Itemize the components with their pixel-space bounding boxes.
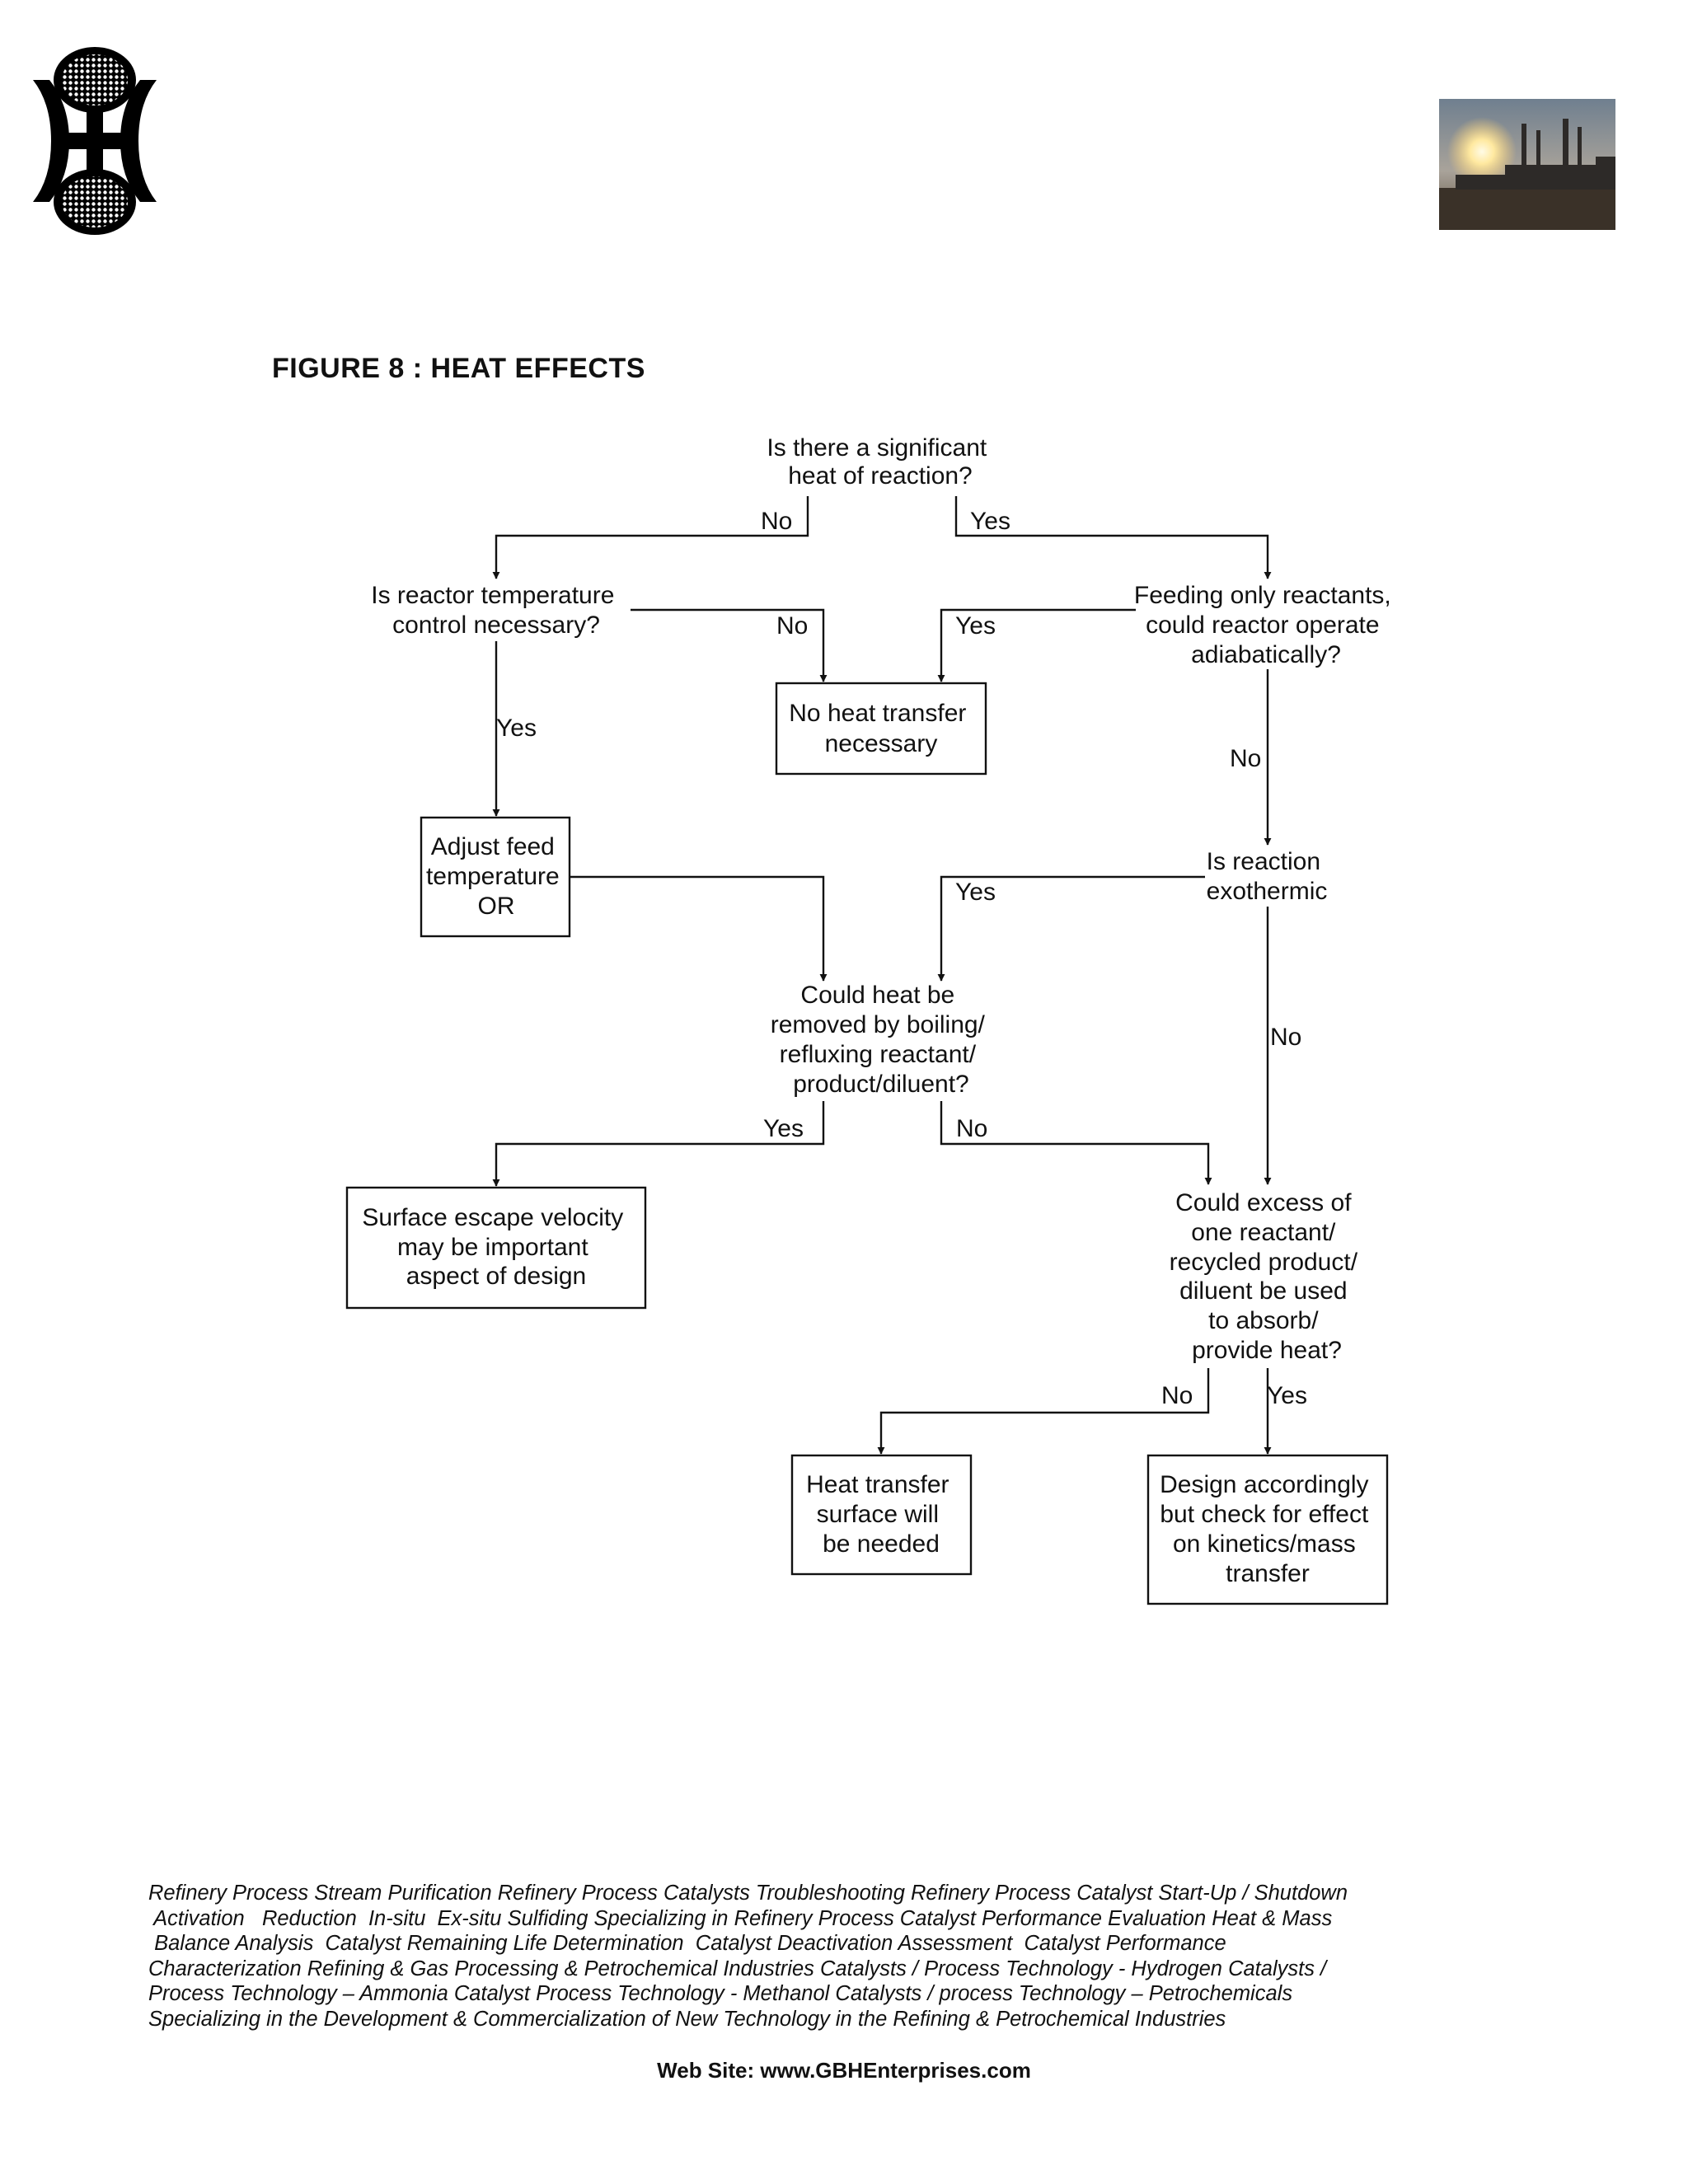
website-link[interactable]: Web Site: www.GBHEnterprises.com: [657, 2058, 1031, 2083]
design-accordingly-text: Design accordingly but check for effect …: [1160, 1471, 1376, 1587]
footer-line: Characterization Refining & Gas Processi…: [148, 1957, 1327, 1980]
edge-label-temp-no: No: [776, 612, 808, 640]
edge-label-exo-no: No: [1270, 1024, 1301, 1051]
footer-line: Refinery Process Stream Purification Ref…: [148, 1882, 1348, 1905]
edge-label-exo-yes: Yes: [955, 879, 996, 906]
edge-label-boil-yes: Yes: [763, 1115, 804, 1142]
edge-label-temp-yes: Yes: [496, 715, 537, 742]
surface-escape-text: Surface escape velocity may be important…: [362, 1204, 630, 1290]
edge-label-adiabatic-no: No: [1230, 745, 1261, 772]
refinery-photo: [1439, 99, 1615, 230]
exothermic-question: Is reaction exothermic: [1207, 848, 1328, 905]
adjust-feed-text: Adjust feed temperature OR: [426, 833, 566, 920]
footer-line: Balance Analysis Catalyst Remaining Life…: [148, 1932, 1226, 1956]
footer-line: Activation Reduction In-situ Ex-situ Sul…: [148, 1906, 1333, 1930]
excess-reactant-question: Could excess of one reactant/ recycled p…: [1170, 1189, 1365, 1364]
edge-label-heat-yes: Yes: [970, 508, 1010, 535]
footer-line: Process Technology – Ammonia Catalyst Pr…: [148, 1982, 1293, 2006]
surface-escape-box: [345, 1186, 647, 1310]
adjust-feed-box: [420, 816, 571, 938]
figure-title: FIGURE 8 : HEAT EFFECTS: [272, 353, 645, 384]
no-heat-transfer-text: No heat transfer necessary: [789, 700, 973, 757]
edge-label-excess-no: No: [1161, 1382, 1193, 1409]
footer-line: Specializing in the Development & Commer…: [148, 2007, 1226, 2031]
adiabatic-question: Feeding only reactants, could reactor op…: [1134, 582, 1398, 668]
edge-label-adiabatic-yes: Yes: [955, 612, 996, 640]
flow-connectors: [492, 496, 1272, 1455]
logo-emblem-icon: [33, 47, 157, 235]
edge-label-heat-no: No: [761, 508, 792, 535]
heat-transfer-surface-text: Heat transfer surface will be needed: [806, 1471, 956, 1558]
heat-of-reaction-question: Is there a significant heat of reaction?: [767, 434, 993, 490]
edge-label-boil-no: No: [956, 1115, 987, 1142]
company-logo: [33, 47, 157, 235]
footer-text: Refinery Process Stream Purification Ref…: [148, 1881, 1451, 2032]
reactor-temperature-question: Is reactor temperature control necessary…: [371, 582, 621, 639]
heat-transfer-surface-box: [790, 1454, 973, 1576]
edge-label-excess-yes: Yes: [1267, 1382, 1307, 1409]
design-accordingly-box: [1146, 1454, 1389, 1605]
no-heat-transfer-box: [775, 682, 987, 776]
boiling-question: Could heat be removed by boiling/ reflux…: [771, 982, 992, 1098]
